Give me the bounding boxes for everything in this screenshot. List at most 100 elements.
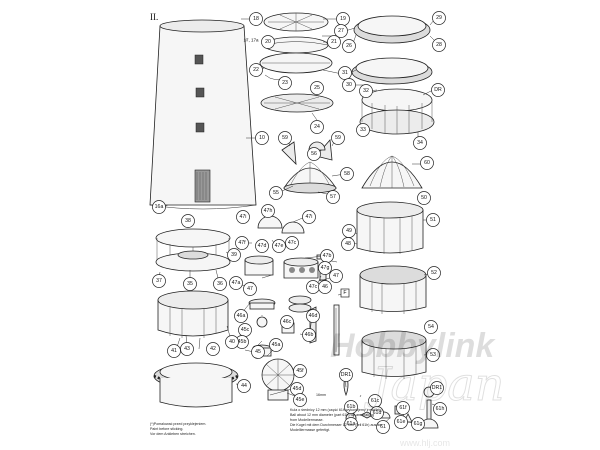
ball-note: Kula o średnicy 12 mm (część 61h wykonuj… [290,408,383,432]
sheet-label: II. [150,12,158,22]
callout-bubble: DR1 [430,381,444,395]
tower-window [195,122,205,133]
callout-label: 59 [282,135,288,141]
callout-bubble: 61b [344,400,358,414]
callout-bubble: 33 [356,123,370,137]
callout-label: 61b [347,404,356,410]
callout-bubble: 59 [278,131,292,145]
callout-bubble: 47 [329,269,343,283]
callout-label: 47c [288,240,297,246]
callout-label: 52 [431,270,437,276]
callout-label: 61d [373,410,382,416]
gallery-railing [359,88,435,135]
callout-label: 39 [231,252,237,258]
callout-bubble: 23 [278,76,292,90]
paint-note: (*)Pomalować przed przyklejeniem. Paint … [150,422,206,436]
callout-label: 18 [253,16,259,22]
base-rings [153,290,239,408]
callout-bubble: 46a [234,309,248,323]
cap-cylinders [356,201,427,379]
callout-bubble: 61a [344,417,358,431]
callout-bubble: 24 [310,120,324,134]
tower-window [195,87,205,98]
callout-bubble: 47e [272,239,286,253]
callout-label: 45 [255,349,261,355]
callout-label: 25 [314,85,320,91]
note-line: from Modellermasse. [290,418,324,422]
callout-label: 29 [436,15,442,21]
callout-label: 17, 17a [243,38,259,43]
callout-bubble: 45 [251,345,265,359]
callout-bubble: 25 [310,81,324,95]
callout-bubble: 46 [318,280,332,294]
callout-label: 45b [238,339,247,345]
callout-label: 38 [185,218,191,224]
callout-bubble: 47f [235,236,249,250]
note-line: Modelliermasse gefertigt. [290,428,330,432]
callout-bubble: 45a [269,338,283,352]
callout-label: 61f [399,405,407,411]
callout-bubble: 39 [227,248,241,262]
callout-bubble: 59 [331,131,345,145]
callout-bubble: 60 [420,156,434,170]
callout-label: 30 [346,82,352,88]
callout-bubble: 47i [302,210,316,224]
callout-bubble: 19 [336,12,350,26]
callout-bubble: 56 [307,147,321,161]
callout-label: 47 [333,273,339,279]
callout-label: 61g [414,421,423,427]
callout-bubble: 57 [326,190,340,204]
callout-bubble: 48 [341,237,355,251]
callout-bubble: 61f [396,401,410,415]
callout-bubble: 10 [255,131,269,145]
callout-label: 36 [217,281,223,287]
callout-bubble: 44 [237,379,251,393]
callout-bubble: 20 [261,35,275,49]
callout-bubble: 47c [285,236,299,250]
callout-bubble: 61d [370,406,384,420]
callout-bubble: 61h [433,402,447,416]
callout-label: 45a [272,342,281,348]
roof-disks [351,15,433,85]
callout-bubble: 55 [269,186,283,200]
callout-label: 44 [241,383,247,389]
callouts: 18 17, 17a 10 16a 19 20 21 22 23 25 24 2… [152,11,447,434]
callout-bubble: 36 [213,277,227,291]
callout-bubble: 40 [225,335,239,349]
callout-bubble: 47a [229,276,243,290]
callout-bubble: 28 [432,38,446,52]
callout-bubble: 42 [206,342,220,356]
callout-label: 51 [430,217,436,223]
callout-bubble: 61e [394,415,408,429]
callout-bubble: 51 [426,213,440,227]
callout-bubble: 47 [243,282,257,296]
callout-bubble: 47c [306,280,320,294]
callout-bubble: 49 [342,224,356,238]
tower-body [149,19,257,210]
dome-parts [281,139,423,194]
callout-label: 33 [360,127,366,133]
callout-label: 49 [346,228,352,234]
callout-label: 26 [346,43,352,49]
callout-bubble: 43 [180,342,194,356]
callout-label: 47b [323,253,332,259]
watermark-url: www.hlj.com [399,438,450,448]
watermark: Hobbylink Japan www.hlj.com [330,327,505,448]
callout-bubble: 22 [249,63,263,77]
callout-label: 46b [305,332,314,338]
callout-label: F [343,290,346,296]
callout-bubble: 18 [249,12,263,26]
callout-label: 56 [311,151,317,157]
callout-label: 35 [187,281,193,287]
callout-label: 41 [171,348,177,354]
callout-label: 47g [321,265,330,271]
callout-bubble: 34 [413,136,427,150]
callout-bubble: 47d [255,239,269,253]
note-line: Kula o średnicy 12 mm (część 61h wykonuj… [290,408,382,412]
callout-bubble: 54 [424,320,438,334]
callout-bubble: 21 [327,35,341,49]
callout-label: 47d [258,243,267,249]
watermark-script: Japan [364,357,504,411]
callout-bubble: 45b [235,335,249,349]
callout-bubble: 58 [340,167,354,181]
